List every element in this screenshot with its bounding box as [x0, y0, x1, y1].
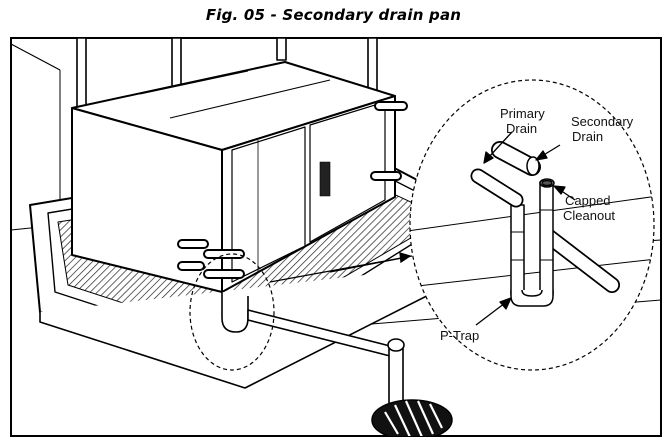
air-handler-unit [71, 61, 408, 293]
detail-circle-small [189, 253, 275, 371]
label-secondary-drain-2: Drain [572, 129, 603, 144]
callout-arrows [475, 131, 576, 326]
label-capped-cleanout-2: Cleanout [563, 208, 615, 223]
label-primary-drain-1: Primary [500, 106, 545, 121]
drain-line [221, 292, 405, 405]
floor-drain [371, 399, 453, 436]
label-capped-cleanout-1: Capped [565, 193, 611, 208]
label-secondary-drain-1: Secondary [571, 114, 634, 129]
label-p-trap: P-Trap [440, 328, 479, 343]
label-primary-drain-2: Drain [506, 121, 537, 136]
detail-circle-large [409, 79, 655, 371]
figure-caption: Fig. 05 - Secondary drain pan [205, 6, 462, 24]
